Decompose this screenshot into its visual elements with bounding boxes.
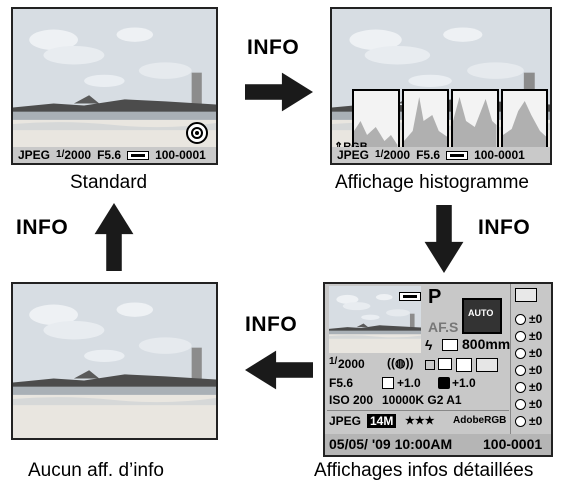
aperture-text: F5.6 (329, 376, 354, 390)
flash-icon: ϟ (425, 337, 433, 353)
caption-histogram: Affichage histogramme (335, 172, 529, 193)
protect-icon (127, 150, 150, 160)
status-bar: JPEG 1/ 2000 F5.6 100-0001 (13, 147, 216, 163)
histogram-screen: ⇕RGB JPEG 1/ 2000 F5.6 100-0001 (330, 7, 552, 165)
aperture-text: F5.6 (97, 148, 122, 162)
up-arrow (94, 203, 134, 271)
caption-standard: Standard (70, 172, 148, 193)
highlight-value: ±0 (529, 380, 543, 394)
custom-image-icon (456, 358, 472, 372)
hue-icon (515, 331, 526, 342)
high-low-key-icon (515, 348, 526, 359)
quality-stars: ★★★ (405, 415, 435, 427)
focal-length: 800mm (462, 336, 511, 352)
shake-reduction-icon (186, 122, 208, 144)
hue-value: ±0 (529, 329, 543, 343)
metering-icon (442, 339, 458, 351)
status-bar: JPEG 1/ 2000 F5.6 100-0001 (332, 147, 550, 163)
file-format: JPEG (329, 414, 362, 428)
shutter-numerator: 1/ (329, 356, 338, 367)
custom-image-mode-icon (515, 288, 537, 302)
histogram-panel-4 (500, 89, 548, 157)
contrast-icon (515, 365, 526, 376)
saturation-icon (515, 314, 526, 325)
standard-screen: JPEG 1/ 2000 F5.6 100-0001 (11, 7, 218, 165)
af-mode: AF.S (428, 319, 459, 335)
caption-detailed: Affichages infos détaillées (314, 460, 534, 481)
histogram-panel-3 (451, 89, 499, 157)
aperture-text: F5.6 (416, 148, 441, 162)
iso-value: ISO 200 (329, 393, 374, 407)
auto-picture-badge (462, 298, 502, 334)
exposure-comp-icon (382, 377, 394, 389)
highlight-icon (515, 382, 526, 393)
date-time: 05/05/ '09 10:00AM (329, 436, 453, 452)
shutter-denominator: 2000 (383, 148, 411, 162)
info-label-top: INFO (247, 36, 300, 59)
exposure-comp-value: +1.0 (397, 376, 421, 390)
format-text: JPEG (18, 148, 51, 162)
divider (327, 410, 509, 411)
info-label-left: INFO (16, 216, 69, 239)
protect-icon (446, 150, 469, 160)
auto-picture-label: AUTO (468, 308, 494, 318)
flash-comp-value: +1.0 (452, 376, 476, 390)
shutter-numerator: 1/ (56, 149, 65, 160)
shadow-icon (515, 399, 526, 410)
beach-photo (13, 284, 216, 438)
left-arrow (245, 350, 313, 390)
shutter-numerator: 1/ (375, 149, 384, 160)
histogram-panel-1 (352, 89, 400, 157)
saturation-value: ±0 (529, 312, 543, 326)
shutter-denominator: 2000 (338, 357, 365, 371)
caption-no-info: Aucun aff. d’info (28, 460, 164, 481)
shadow-value: ±0 (529, 397, 543, 411)
no-info-screen (11, 282, 218, 440)
down-arrow (424, 205, 464, 273)
format-text: JPEG (337, 148, 370, 162)
sharpness-icon (515, 416, 526, 427)
exposure-mode: P (428, 286, 442, 308)
drive-mode-icon (425, 360, 435, 370)
file-number: 100-0001 (483, 436, 543, 452)
shutter-denominator: 2000 (64, 148, 92, 162)
white-balance-value: 10000K G2 A1 (382, 393, 462, 407)
contrast-value: ±0 (529, 363, 543, 377)
detailed-info-screen: P AUTO AF.S ϟ 800mm 1/ 2000 ((◍)) F5.6 +… (323, 282, 553, 457)
color-space: AdobeRGB (453, 415, 507, 426)
right-arrow (245, 72, 313, 112)
high-low-key-value: ±0 (529, 346, 543, 360)
sharpness-value: ±0 (529, 414, 543, 428)
histogram-graph (352, 89, 548, 157)
shake-reduction-icon: ((◍)) (387, 356, 414, 370)
info-label-bottom: INFO (245, 313, 298, 336)
datetime-bar (325, 434, 551, 455)
dynamic-range-icon (476, 358, 498, 372)
info-label-right: INFO (478, 216, 531, 239)
file-number: 100-0001 (155, 148, 206, 162)
right-panel-divider (510, 284, 511, 434)
file-number: 100-0001 (474, 148, 525, 162)
protect-icon (399, 292, 421, 301)
white-balance-icon (438, 358, 452, 370)
image-size: 14M (367, 414, 397, 428)
flash-comp-icon (438, 377, 450, 389)
